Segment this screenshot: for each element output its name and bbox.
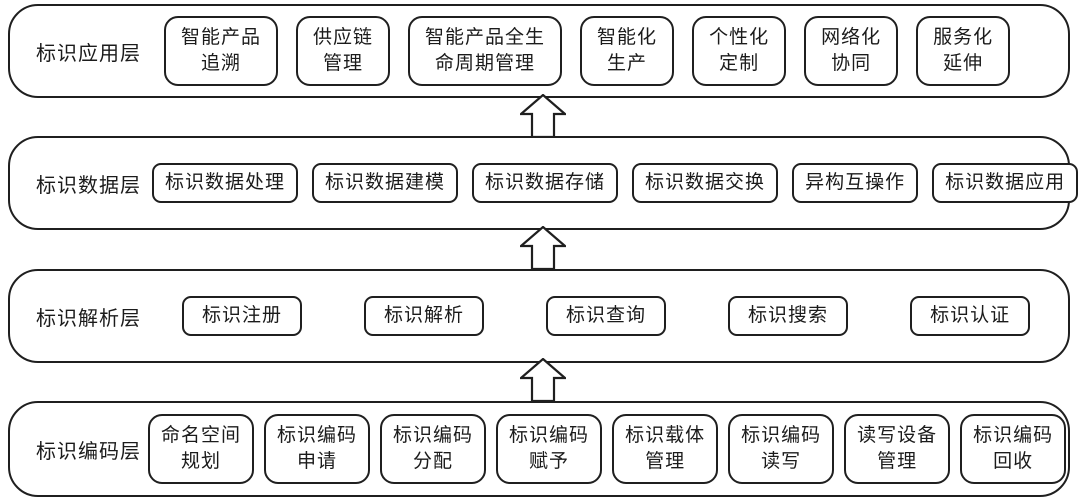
diagram-box-label: 标识编码 [393,424,474,446]
diagram-box-label: 智能产品全生 [425,26,546,48]
up-arrow-icon [518,225,568,271]
diagram-box: 读写设备管理 [844,413,951,485]
diagram-box-label: 标识解析 [384,304,465,326]
diagram-box-label: 标识数据存储 [485,171,606,193]
resolution-layer-boxes: 标识注册 标识解析 标识查询 标识搜索 标识认证 [182,295,1031,337]
data-layer-label: 标识数据层 [36,174,141,197]
diagram-box-label: 追溯 [201,53,242,74]
diagram-box: 智能化生产 [580,15,675,87]
diagram-box-label: 管理 [323,53,364,74]
diagram-box: 标识数据应用 [932,162,1079,204]
diagram-box-label: 定制 [719,53,760,74]
diagram-box-label: 标识载体 [625,424,706,446]
diagram-box-label: 标识数据建模 [325,171,446,193]
diagram-box-label: 标识查询 [566,304,647,326]
diagram-box: 异构互操作 [792,162,919,204]
diagram-box-label: 赋予 [529,451,570,472]
diagram-box: 标识编码分配 [380,413,487,485]
diagram-box-label: 管理 [877,451,918,472]
diagram-box-label: 申请 [297,451,338,472]
diagram-box: 服务化延伸 [916,15,1011,87]
diagram-box: 标识数据交换 [632,162,779,204]
application-layer: 标识应用层 智能产品追溯供应链管理智能产品全生命周期管理智能化生产个性化定制网络… [8,4,1070,98]
diagram-box-label: 服务化 [933,26,994,48]
diagram-box: 命名空间规划 [148,413,255,485]
diagram-box: 标识编码申请 [264,413,371,485]
diagram-box-label: 网络化 [821,26,882,48]
data-layer: 标识数据层 标识数据处理 标识数据建模 标识数据存储 标识数据交换 异构互操作 标识数据应… [8,136,1079,230]
diagram-box: 标识搜索 [728,295,849,337]
diagram-box-label: 读写 [761,451,802,472]
encoding-layer-boxes: 命名空间规划标识编码申请标识编码分配标识编码赋予标识载体管理标识编码读写读写设备… [148,413,1067,485]
diagram-box-label: 标识搜索 [748,304,829,326]
diagram-box-label: 供应链 [313,26,374,48]
diagram-box: 标识注册 [182,295,303,337]
diagram-box-label: 标识编码 [741,424,822,446]
diagram-box: 标识数据建模 [312,162,459,204]
resolution-layer-label: 标识解析层 [36,307,141,330]
diagram-box-label: 标识数据处理 [165,171,286,193]
diagram-box-label: 标识编码 [509,424,590,446]
diagram-box: 标识编码读写 [728,413,835,485]
diagram-box: 个性化定制 [692,15,787,87]
diagram-box: 标识载体管理 [612,413,719,485]
diagram-box-label: 协同 [831,53,872,74]
diagram-box-label: 标识认证 [930,304,1011,326]
diagram-box-label: 标识注册 [202,304,283,326]
up-arrow-icon [518,357,568,403]
diagram-box: 标识查询 [546,295,667,337]
diagram-box-label: 智能化 [597,26,658,48]
diagram-box: 标识数据存储 [472,162,619,204]
diagram-box: 供应链管理 [296,15,391,87]
encoding-layer: 标识编码层 命名空间规划标识编码申请标识编码分配标识编码赋予标识载体管理标识编码… [8,401,1070,497]
diagram-box: 智能产品全生命周期管理 [408,15,563,87]
diagram-box-label: 生产 [607,53,648,74]
diagram-box-label: 命名空间 [161,424,242,446]
diagram-box: 标识认证 [910,295,1031,337]
diagram-box-label: 分配 [413,451,454,472]
diagram-box-label: 命周期管理 [435,53,536,74]
diagram-box-label: 标识编码 [277,424,358,446]
diagram-box-label: 回收 [993,451,1034,472]
resolution-layer: 标识解析层 标识注册 标识解析 标识查询 标识搜索 标识认证 [8,269,1070,363]
diagram-box: 标识编码回收 [960,413,1067,485]
diagram-box-label: 标识编码 [973,424,1054,446]
diagram-box: 标识数据处理 [152,162,299,204]
diagram-box-label: 个性化 [709,26,770,48]
diagram-box-label: 延伸 [943,53,984,74]
application-layer-label: 标识应用层 [36,42,141,65]
diagram-box-label: 读写设备 [857,424,938,446]
diagram-box-label: 异构互操作 [805,171,906,193]
up-arrow-icon [518,93,568,139]
diagram-box: 标识编码赋予 [496,413,603,485]
diagram-box-label: 管理 [645,451,686,472]
data-layer-boxes: 标识数据处理 标识数据建模 标识数据存储 标识数据交换 异构互操作 标识数据应用 [152,162,1079,204]
diagram-box: 网络化协同 [804,15,899,87]
application-layer-boxes: 智能产品追溯供应链管理智能产品全生命周期管理智能化生产个性化定制网络化协同服务化… [164,15,1011,87]
diagram-box-label: 规划 [181,451,222,472]
diagram-box-label: 标识数据应用 [945,171,1066,193]
diagram-box-label: 智能产品 [181,26,262,48]
diagram-box: 标识解析 [364,295,485,337]
diagram-box: 智能产品追溯 [164,15,279,87]
encoding-layer-label: 标识编码层 [36,440,141,463]
diagram-box-label: 标识数据交换 [645,171,766,193]
